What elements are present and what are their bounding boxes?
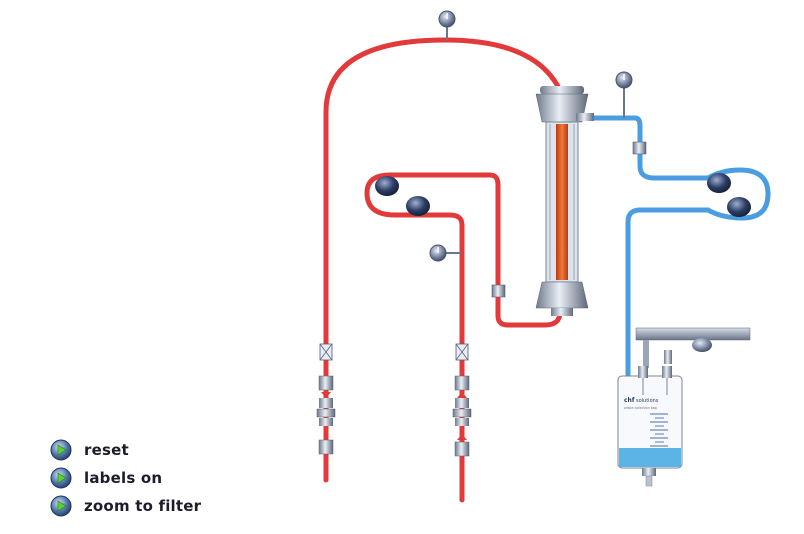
arterial-connector-stack (316, 343, 336, 455)
zoom-to-filter-label: zoom to filter (84, 497, 202, 515)
effluent-line (589, 115, 771, 398)
labels-on-label: labels on (84, 469, 163, 487)
pump-roller-blood-2 (406, 196, 430, 216)
pressure-gauge-effluent (615, 71, 633, 89)
return-connector-stack (452, 343, 472, 457)
pump-roller-effluent-2 (727, 197, 751, 217)
pump-roller-blood-1 (375, 176, 399, 196)
pressure-gauge-return (429, 244, 447, 262)
play-icon (50, 495, 72, 517)
clamp-effluent-line (632, 141, 647, 155)
scale-hanger (635, 327, 751, 368)
clamp-blood-line (491, 284, 506, 298)
control-menu: reset labels on zoom to filter (50, 436, 201, 520)
bag-brand-suffix: solutions (636, 398, 659, 404)
bag-subtitle: waste collection bag (624, 406, 657, 410)
play-icon (50, 439, 72, 461)
play-icon (50, 467, 72, 489)
blood-return-line (364, 172, 563, 503)
effluent-bag: chf solutions waste collection bag (617, 366, 683, 487)
pressure-gauge-arterial (438, 10, 456, 28)
pump-roller-effluent-1 (707, 173, 731, 193)
labels-on-button[interactable]: labels on (50, 464, 201, 492)
reset-button[interactable]: reset (50, 436, 201, 464)
zoom-to-filter-button[interactable]: zoom to filter (50, 492, 201, 520)
bag-brand: chf (624, 397, 635, 404)
hemofilter (535, 86, 594, 316)
bag-graduation-scale (650, 413, 668, 447)
reset-label: reset (84, 441, 129, 459)
arterial-line (323, 37, 565, 483)
